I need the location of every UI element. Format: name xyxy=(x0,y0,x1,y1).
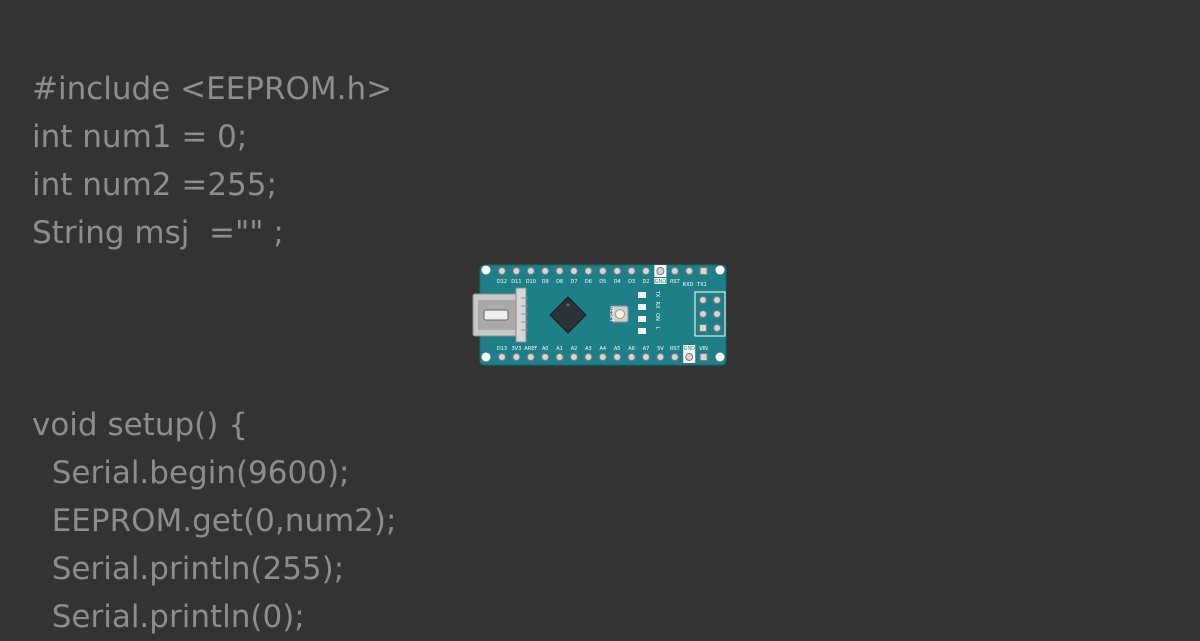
code-block-top: #include <EEPROM.h> int num1 = 0; int nu… xyxy=(32,65,392,257)
pin-d4[interactable] xyxy=(613,267,622,275)
pin-a3[interactable] xyxy=(584,353,593,361)
pin-a7[interactable] xyxy=(642,353,650,361)
chip-icon xyxy=(549,296,587,334)
pin-label-highlight xyxy=(683,345,696,351)
pin-label: A4 xyxy=(599,346,606,352)
pin-label: A1 xyxy=(556,346,563,352)
code-line: String msj ="" ; xyxy=(32,215,284,251)
pin-d13[interactable] xyxy=(498,353,506,361)
arduino-nano-board[interactable]: RESET TX RX ON L RXD TX1 D12 D11 D10 D9 D8 D7… xyxy=(472,264,728,368)
pin-label: A7 xyxy=(643,346,650,352)
pin-label: D10 xyxy=(526,279,536,285)
pin-label: D4 xyxy=(614,279,621,285)
mount-hole xyxy=(715,265,725,275)
arduino-nano-svg: RESET TX RX ON L RXD TX1 D12 D11 D10 D9 D8 D7… xyxy=(472,264,727,366)
pin-label: D8 xyxy=(556,279,563,285)
serial-label-rx: RXD xyxy=(683,282,694,288)
pin-d10[interactable] xyxy=(526,267,535,275)
serial-label-tx: TX1 xyxy=(696,282,707,288)
pin-label: D11 xyxy=(511,279,521,285)
pin-a2[interactable] xyxy=(570,353,578,361)
pin-d3[interactable] xyxy=(627,267,636,275)
code-line: Serial.println(255); xyxy=(32,551,345,587)
reset-button[interactable] xyxy=(611,305,629,323)
pin-label: GND xyxy=(655,279,667,285)
code-line: int num2 =255; xyxy=(32,167,277,203)
pin-label: 3V3 xyxy=(512,346,522,352)
reset-label: RESET xyxy=(608,306,614,323)
pin-label: A6 xyxy=(628,346,635,352)
usb-icon xyxy=(472,287,528,343)
pin-vin[interactable] xyxy=(699,353,708,361)
pin-label: D12 xyxy=(497,279,507,285)
pin-label: AREF xyxy=(524,346,537,352)
pin-a1[interactable] xyxy=(555,353,564,361)
mount-hole xyxy=(481,265,491,275)
pin-d11[interactable] xyxy=(512,267,521,275)
pin-d12[interactable] xyxy=(498,267,506,275)
pin-label: D7 xyxy=(570,279,577,285)
code-line: EEPROM.get(0,num2); xyxy=(32,503,397,539)
pin-label: D3 xyxy=(628,279,635,285)
pin-label: D5 xyxy=(599,279,606,285)
code-line: Serial.begin(9600); xyxy=(32,455,350,491)
pin-aref[interactable] xyxy=(526,353,535,361)
led-label-on: ON xyxy=(654,313,660,321)
led-label-tx: TX xyxy=(654,290,660,298)
pin-d8[interactable] xyxy=(555,267,564,275)
pin-d6[interactable] xyxy=(584,267,593,275)
pin-a4[interactable] xyxy=(598,353,607,361)
pin-label: 5V xyxy=(657,346,664,352)
pin-label: D6 xyxy=(585,279,592,285)
pin-label: D2 xyxy=(642,279,649,285)
pin-label: RST xyxy=(670,279,681,285)
pin-a0[interactable] xyxy=(541,353,550,361)
icsp-header xyxy=(694,291,726,337)
pin-extra-1[interactable] xyxy=(685,267,694,275)
pin-rst[interactable] xyxy=(670,267,679,275)
pin-extra-2[interactable] xyxy=(699,267,708,275)
pin-d7[interactable] xyxy=(570,267,578,275)
mount-hole xyxy=(715,352,725,362)
pin-rst[interactable] xyxy=(670,353,679,361)
pin-label: RST xyxy=(670,346,681,352)
code-line: int num1 = 0; xyxy=(32,119,248,155)
status-leds xyxy=(638,292,646,334)
pin-label-highlight xyxy=(654,278,667,284)
pin-label: A0 xyxy=(542,346,549,352)
code-line: void setup() { xyxy=(32,407,248,443)
pin-gnd[interactable] xyxy=(654,265,667,277)
code-block-bottom: void setup() { Serial.begin(9600); EEPRO… xyxy=(32,401,396,641)
mount-hole xyxy=(481,352,491,362)
code-line: #include <EEPROM.h> xyxy=(32,71,393,107)
pin-d2[interactable] xyxy=(642,267,650,275)
led-label-rx: RX xyxy=(654,302,660,309)
pin-label: A5 xyxy=(614,346,621,352)
pin-d9[interactable] xyxy=(541,267,550,275)
pin-3v3[interactable] xyxy=(512,353,521,361)
pin-gnd[interactable] xyxy=(683,351,696,363)
pin-label: A2 xyxy=(571,346,578,352)
pin-label: D9 xyxy=(542,279,549,285)
led-label-l: L xyxy=(654,327,660,330)
pin-a5[interactable] xyxy=(613,353,622,361)
code-line: Serial.println(0); xyxy=(32,599,305,635)
pin-label: GND xyxy=(683,346,695,352)
pin-label: VIN xyxy=(699,346,708,352)
pin-a6[interactable] xyxy=(627,353,636,361)
pin-d5[interactable] xyxy=(598,267,607,275)
pin-5v[interactable] xyxy=(656,353,665,361)
pin-label: A3 xyxy=(585,346,592,352)
pin-label: D13 xyxy=(497,346,507,352)
